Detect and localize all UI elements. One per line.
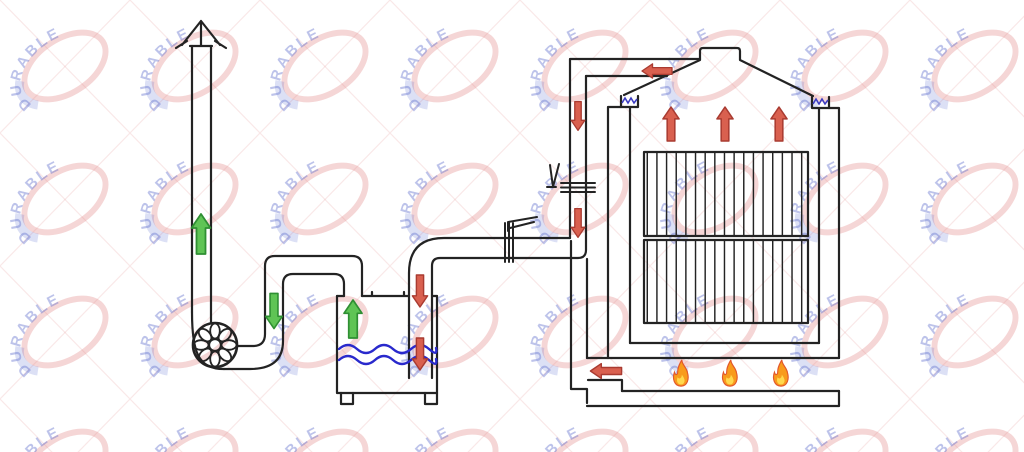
support-bracket-right xyxy=(810,95,831,110)
exhaust-stack xyxy=(190,44,213,324)
bracket-springs xyxy=(621,96,829,106)
furnace-outer-right-wall xyxy=(827,106,841,360)
furnace-outer-left-wall xyxy=(606,105,623,360)
tank-feet xyxy=(339,391,439,406)
furnace-base xyxy=(585,389,841,408)
damper-valve-vertical-duct xyxy=(546,163,596,193)
support-bracket-left xyxy=(619,94,640,109)
damper-valve-horizontal-duct xyxy=(504,216,538,263)
heat-exchanger-bank-1 xyxy=(642,150,810,238)
damper-lever xyxy=(546,163,560,188)
water-surface xyxy=(337,343,438,366)
damper-lever xyxy=(507,216,538,232)
heat-exchanger-bank-2 xyxy=(642,238,810,325)
scrubber-tank xyxy=(335,290,439,406)
furnace-roof xyxy=(622,46,815,98)
duct-tank-to-fan xyxy=(222,254,364,371)
rain-cap-icon xyxy=(174,19,228,50)
furnace-housing xyxy=(585,46,841,408)
heat-exchanger xyxy=(642,150,810,325)
firebox-exit-channel xyxy=(586,378,624,393)
